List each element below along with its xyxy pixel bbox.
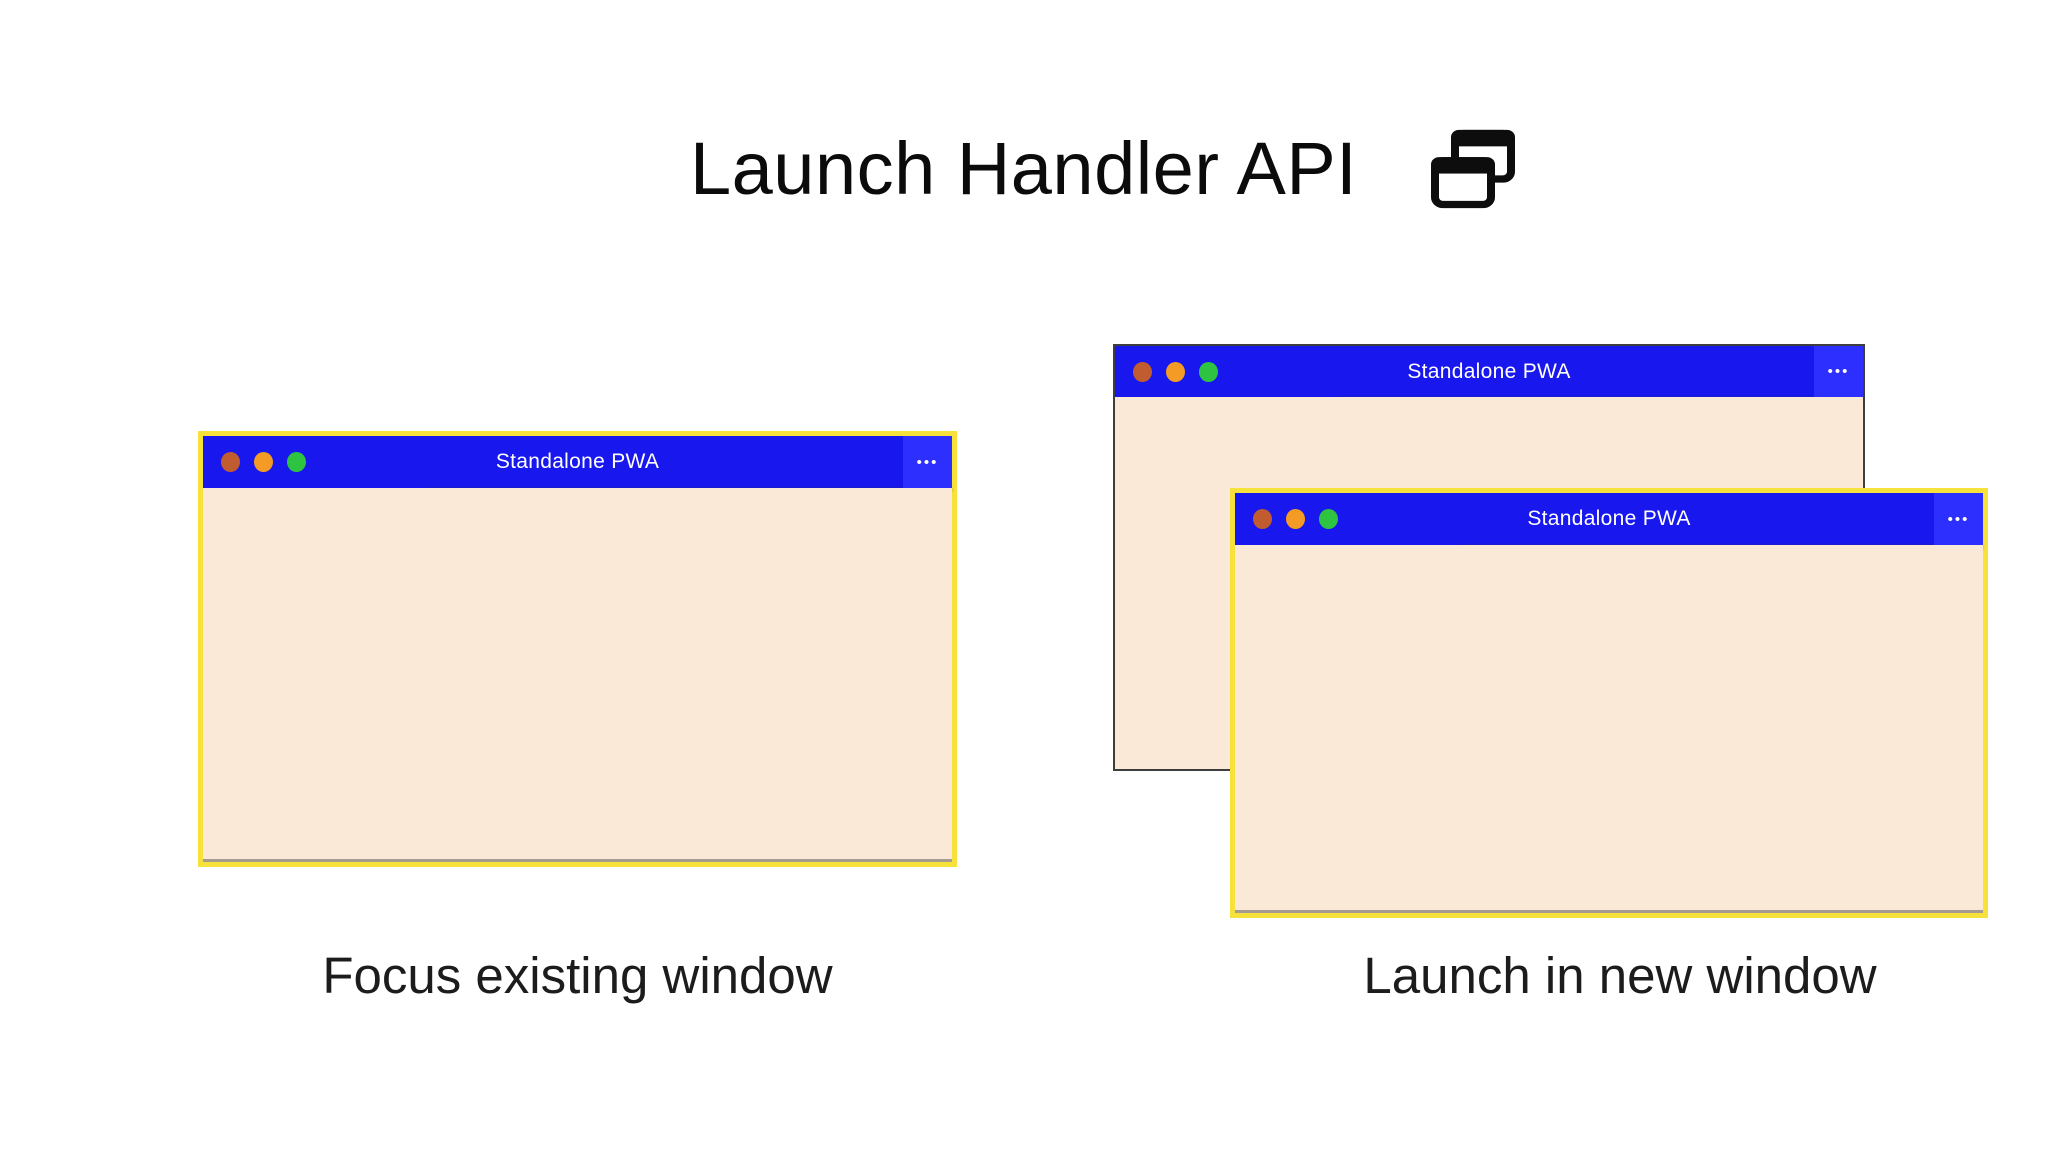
maximize-button[interactable] xyxy=(287,452,306,472)
window-controls xyxy=(1115,361,1218,382)
pwa-window-focused-existing: Standalone PWA ••• xyxy=(198,431,957,867)
minimize-button[interactable] xyxy=(1286,509,1305,529)
overlapping-windows-icon xyxy=(1427,128,1519,210)
overflow-menu-button[interactable]: ••• xyxy=(903,436,952,488)
pwa-window-focused-new: Standalone PWA ••• xyxy=(1230,488,1988,918)
window-titlebar[interactable]: Standalone PWA ••• xyxy=(1235,493,1983,545)
window-title: Standalone PWA xyxy=(495,450,660,473)
window-titlebar[interactable]: Standalone PWA ••• xyxy=(203,436,952,488)
minimize-button[interactable] xyxy=(254,452,273,472)
window-controls xyxy=(203,452,306,472)
window-title: Standalone PWA xyxy=(1407,359,1571,383)
close-button[interactable] xyxy=(1133,361,1152,382)
window-controls xyxy=(1235,509,1338,529)
overflow-menu-button[interactable]: ••• xyxy=(1814,346,1863,397)
overflow-menu-button[interactable]: ••• xyxy=(1934,493,1983,545)
maximize-button[interactable] xyxy=(1319,509,1338,529)
page-title: Launch Handler API xyxy=(690,127,1358,211)
minimize-button[interactable] xyxy=(1166,361,1185,382)
window-content-area xyxy=(1235,545,1983,913)
close-button[interactable] xyxy=(1253,509,1272,529)
caption-focus-existing-window: Focus existing window xyxy=(322,947,833,1004)
header: Launch Handler API xyxy=(690,128,1519,210)
window-title: Standalone PWA xyxy=(1527,507,1691,530)
window-titlebar[interactable]: Standalone PWA ••• xyxy=(1115,346,1863,397)
caption-launch-in-new-window: Launch in new window xyxy=(1363,947,1877,1004)
window-content-area xyxy=(203,488,952,862)
maximize-button[interactable] xyxy=(1199,361,1218,382)
close-button[interactable] xyxy=(221,452,240,472)
